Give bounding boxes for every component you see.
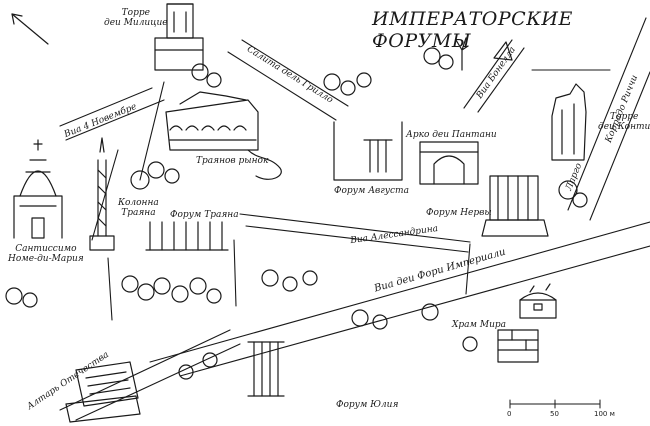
trajan-market-drawing <box>165 91 282 180</box>
scale-label-zero: 0 <box>507 410 512 418</box>
label-torre-milizie: Торре деи Милицие <box>104 8 168 28</box>
torre-milizie-drawing <box>154 3 204 71</box>
label-santissimo-line1: Сантиссимо <box>15 244 77 254</box>
trees-upper-left <box>130 37 513 190</box>
label-torre-conti-line1: Торре <box>610 112 639 122</box>
label-column-trajan: Колонна Траяна <box>118 198 159 218</box>
label-torre-conti-line2: деи Конти <box>598 122 650 132</box>
forum-julius-drawing <box>247 341 285 397</box>
label-forum-trajan: Форум Траяна <box>170 210 239 220</box>
forum-augustus-drawing <box>333 121 403 181</box>
label-temple-peace: Храм Мира <box>452 320 506 330</box>
label-forum-nerva: Форум Нервы <box>426 208 492 218</box>
torre-conti-drawing <box>551 83 587 161</box>
map-title: ИМПЕРАТОРСКИЕ ФОРУМЫ <box>372 8 573 52</box>
column-trajan-drawing <box>89 137 115 251</box>
label-torre-milizie-line2: деи Милицие <box>104 18 168 28</box>
label-forum-augustus: Форум Августа <box>334 186 409 196</box>
scale-bar <box>509 399 601 409</box>
altare-drawing <box>65 361 141 423</box>
label-torre-conti: Торре деи Конти <box>598 112 650 132</box>
label-column-trajan-line1: Колонна <box>118 198 159 208</box>
label-column-trajan-line2: Траяна <box>121 208 156 218</box>
label-santissimo: Сантиссимо Номе-ди-Мария <box>8 244 84 264</box>
scale-label-mid: 50 <box>550 410 559 418</box>
temple-peace-drawing <box>497 329 539 363</box>
arco-pantani-drawing <box>419 141 479 185</box>
street-lines <box>59 17 650 421</box>
santissimo-church-drawing <box>13 139 63 239</box>
forum-nerva-drawing <box>481 175 588 237</box>
label-trajan-market: Траянов рынок <box>196 156 269 166</box>
forum-trajan-drawing <box>145 221 229 251</box>
north-arrow-icon <box>11 13 49 45</box>
treasure-chest-icon <box>519 283 557 319</box>
label-forum-julius: Форум Юлия <box>336 400 399 410</box>
label-torre-milizie-line1: Торре <box>121 8 150 18</box>
label-santissimo-line2: Номе-ди-Мария <box>8 254 84 264</box>
trees-center <box>5 269 478 380</box>
scale-label-end: 100 м <box>594 410 615 418</box>
label-arco-pantani: Арко деи Пантани <box>406 130 497 140</box>
